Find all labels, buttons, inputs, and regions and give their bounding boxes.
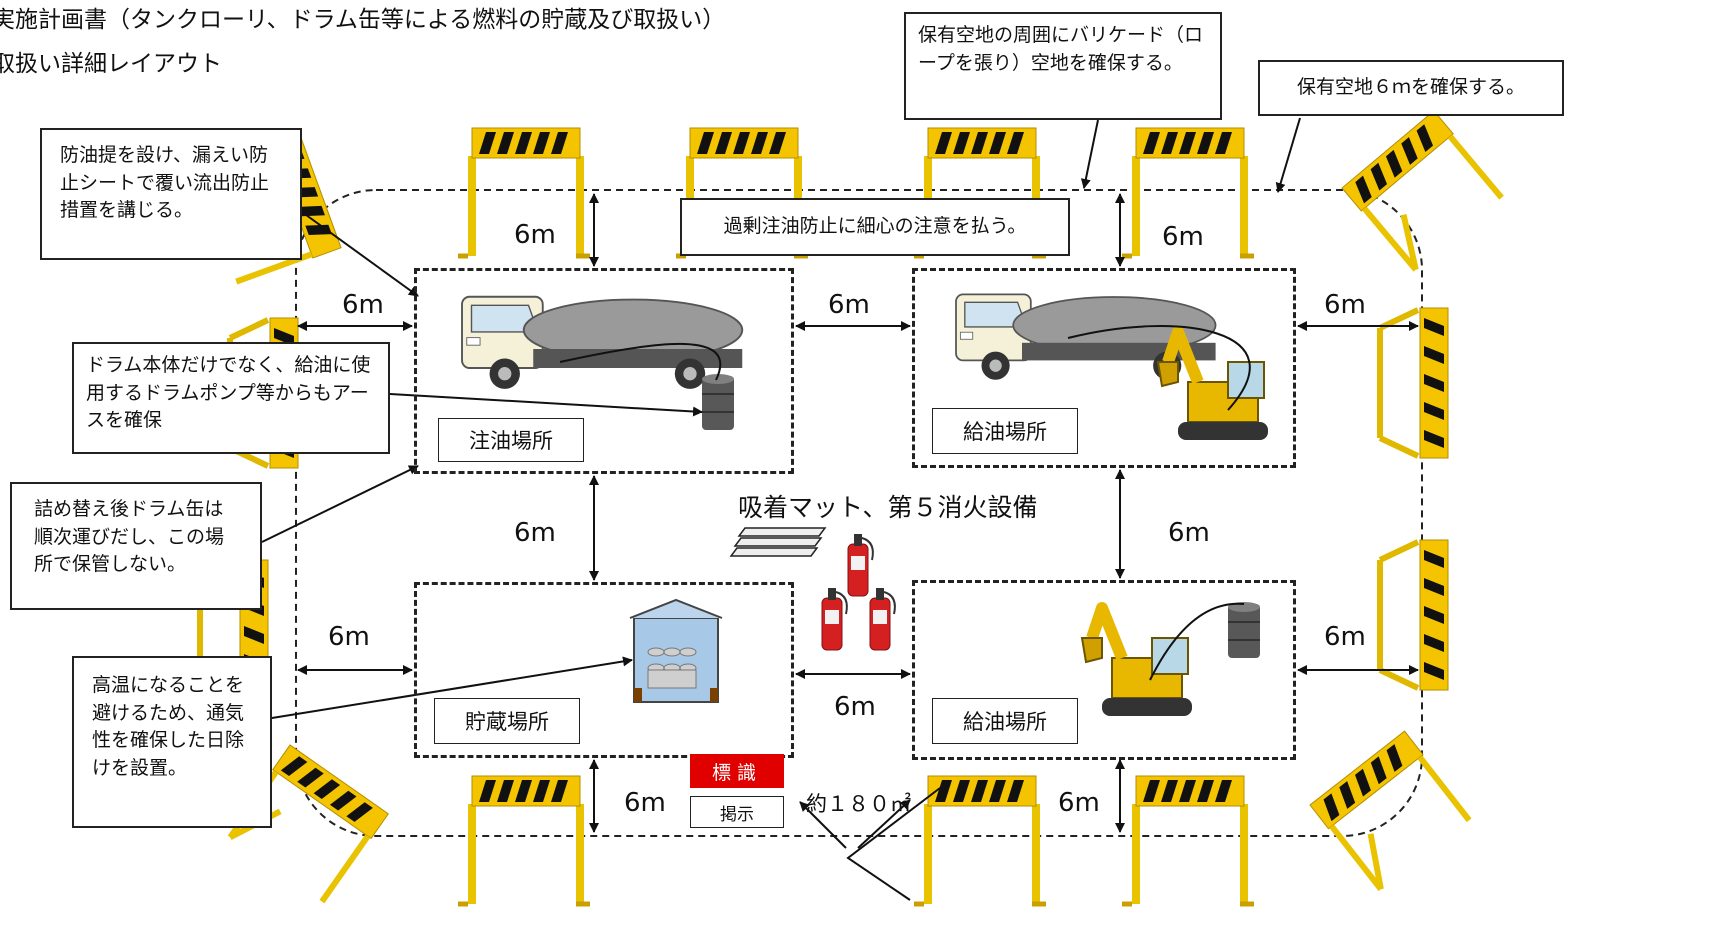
zone-label-filling: 注油場所 — [438, 418, 584, 462]
distance-label: 6m — [1158, 222, 1208, 252]
zone-fueling-top — [912, 268, 1296, 468]
zone-label-fueling-top: 給油場所 — [932, 408, 1078, 454]
distance-label: 6m — [510, 518, 560, 548]
fire-extinguisher-icon — [821, 587, 848, 651]
distance-label: 6m — [510, 220, 560, 250]
equipment-label: 吸着マット、第５消火設備 — [738, 493, 1038, 522]
distance-label: 6m — [338, 290, 388, 320]
sign-plate-bottom: 掲示 — [690, 796, 784, 828]
distance-label: 6m — [324, 622, 374, 652]
callout-barricade: 保有空地の周囲にバリケード（ロープを張り）空地を確保する。 — [904, 12, 1222, 120]
distance-label: 6m — [830, 692, 880, 722]
zone-storage — [414, 582, 794, 758]
distance-label: 6m — [1054, 788, 1104, 818]
callout-oil-dike: 防油提を設け、漏えい防止シートで覆い流出防止措置を講じる。 — [40, 128, 302, 260]
fire-extinguisher-icon — [847, 533, 874, 597]
distance-label: 6m — [824, 290, 874, 320]
zone-label-fueling-bottom: 給油場所 — [932, 698, 1078, 744]
zone-fueling-bottom — [912, 580, 1296, 760]
zone-label-storage: 貯蔵場所 — [434, 698, 580, 744]
callout-leaders — [261, 117, 1301, 719]
page-title: 実施計画書（タンクローリ、ドラム缶等による燃料の貯蔵及び取扱い） — [0, 7, 726, 33]
distance-label: 6m — [1320, 622, 1370, 652]
sign-plate-top: 標識 — [690, 754, 784, 788]
distance-label: 6m — [620, 788, 670, 818]
page-subtitle: 取扱い詳細レイアウト — [0, 51, 222, 77]
callout-sunshade: 高温になることを避けるため、通気性を確保した日除けを設置。 — [72, 656, 272, 828]
callout-drum-storage: 詰め替え後ドラム缶は順次運びだし、この場所で保管しない。 — [10, 482, 262, 610]
callout-earthing: ドラム本体だけでなく、給油に使用するドラムポンプ等からもアースを確保 — [72, 342, 390, 454]
clearance-boundary — [295, 189, 1423, 837]
absorbent-mat-icon — [729, 527, 827, 557]
area-label: 約１８０㎡ — [806, 792, 911, 816]
fire-extinguisher-icon — [869, 587, 896, 651]
zone-filling — [414, 268, 794, 474]
callout-clearance: 保有空地６ｍを確保する。 — [1258, 60, 1564, 116]
distance-label: 6m — [1164, 518, 1214, 548]
callout-overfill: 過剰注油防止に細心の注意を払う。 — [680, 198, 1070, 256]
sunshade-icon — [629, 598, 723, 703]
distance-label: 6m — [1320, 290, 1370, 320]
distance-arrows — [297, 193, 1419, 901]
